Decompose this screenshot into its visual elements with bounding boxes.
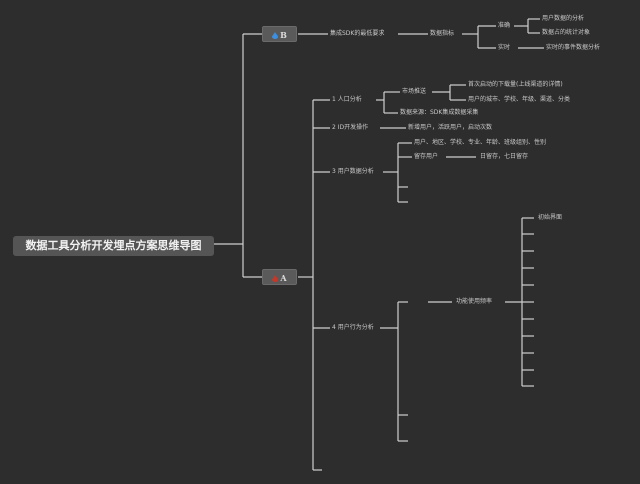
drop-icon bbox=[272, 32, 279, 39]
a-topic-2-users[interactable]: 新增用户，活跃用户，启动次数 bbox=[408, 124, 493, 131]
a-topic-1[interactable]: 1 人口分析 bbox=[332, 96, 362, 103]
a-topic-2[interactable]: 2 ID开发操作 bbox=[332, 124, 369, 131]
branch-a-label: A bbox=[280, 273, 287, 283]
b-topic-accurate[interactable]: 准确 bbox=[498, 22, 511, 29]
b-topic-realtime[interactable]: 实时 bbox=[498, 44, 511, 51]
branch-b-label: B bbox=[280, 30, 287, 40]
a-topic-1-push[interactable]: 市场推送 bbox=[402, 88, 427, 95]
b-topic-metrics[interactable]: 数据指标 bbox=[430, 30, 455, 37]
b-topic-realtime-analysis[interactable]: 实时的事件数据分析 bbox=[546, 44, 601, 51]
a-topic-4[interactable]: 4 用户行为分析 bbox=[332, 324, 374, 331]
branch-a-node[interactable]: A bbox=[262, 269, 297, 285]
a-topic-3-retention-detail[interactable]: 日留存，七日留存 bbox=[480, 153, 529, 160]
a-topic-3[interactable]: 3 用户数据分析 bbox=[332, 168, 374, 175]
b-topic-user-analysis[interactable]: 用户数据的分析 bbox=[542, 15, 585, 22]
a-topic-3-retention[interactable]: 留存用户 bbox=[414, 153, 439, 160]
a-topic-4-initial-screen[interactable]: 初始界面 bbox=[538, 214, 563, 221]
a-topic-4-frequency[interactable]: 功能使用频率 bbox=[456, 298, 493, 305]
b-topic-stat-object[interactable]: 数据占的统计对象 bbox=[542, 29, 591, 36]
a-topic-1-push-downloads[interactable]: 首次启动的下载量(上线渠道的详情) bbox=[468, 81, 563, 88]
a-topic-1-push-attributes[interactable]: 用户的城市、学校、年级、渠道、分类 bbox=[468, 96, 571, 103]
a-topic-1-source[interactable]: 数据来源：SDK集成数据采集 bbox=[400, 109, 479, 116]
b-topic-sdk[interactable]: 集成SDK的最低要求 bbox=[330, 30, 385, 37]
root-topic[interactable]: 数据工具分析开发埋点方案思维导图 bbox=[13, 236, 214, 256]
branch-b-node[interactable]: B bbox=[262, 26, 297, 42]
a-topic-3-demographics[interactable]: 用户、地区、学校、专业、年龄、班级组别、性别 bbox=[414, 139, 547, 146]
drop-icon bbox=[272, 275, 279, 282]
